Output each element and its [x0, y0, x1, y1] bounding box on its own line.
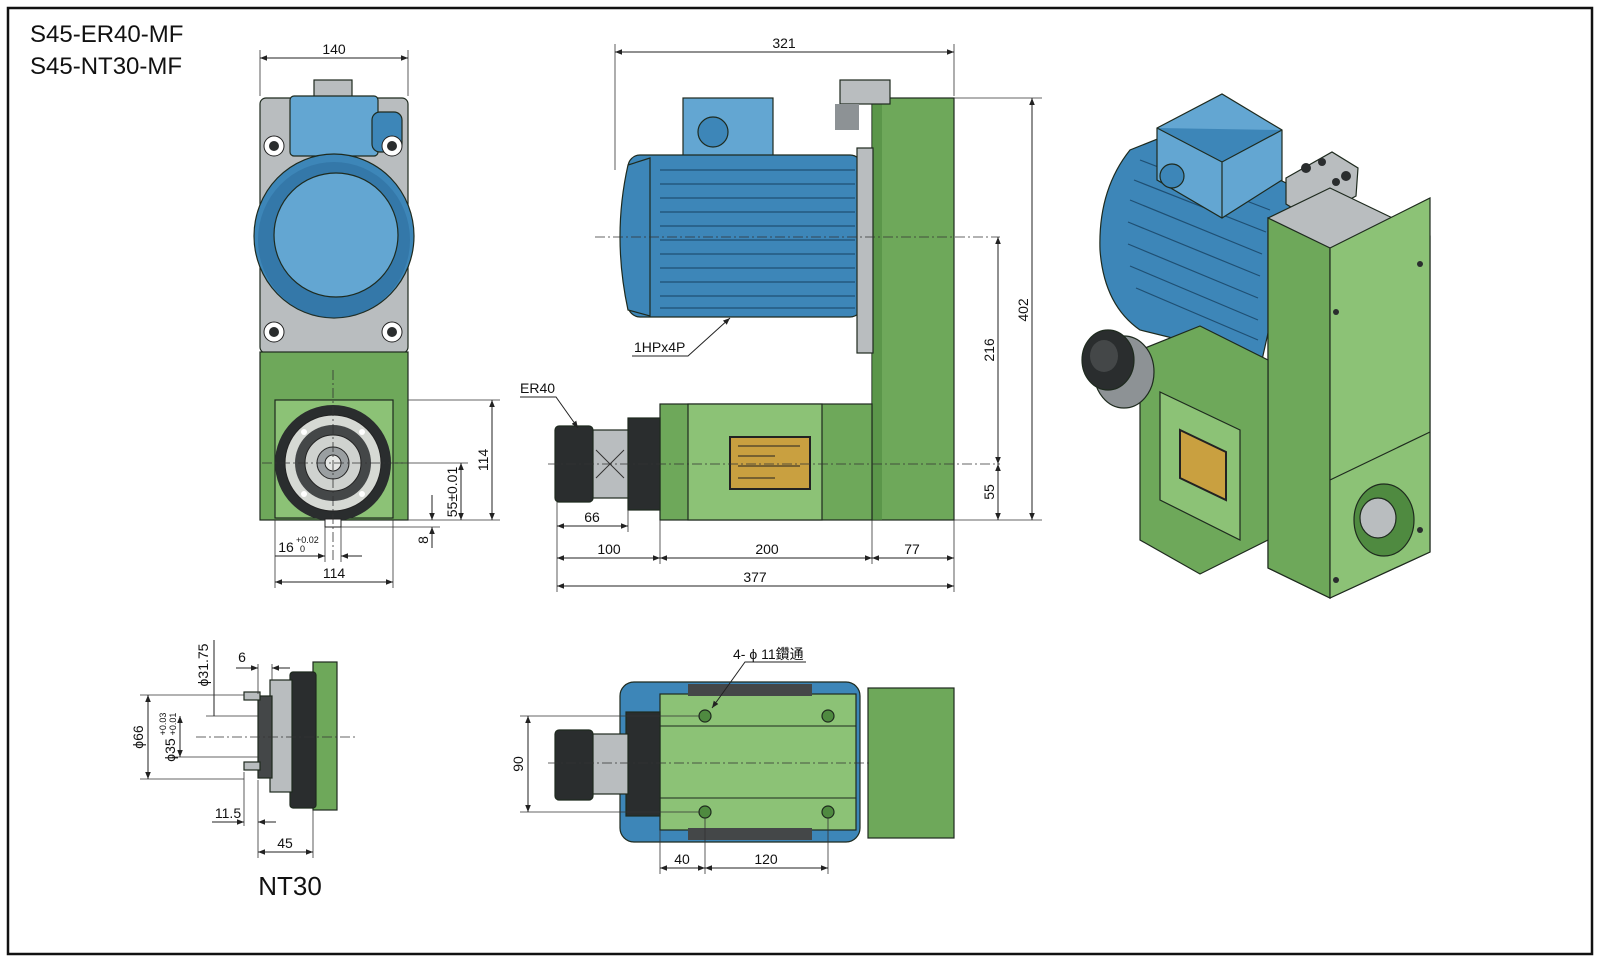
dim-nt30-outer: ϕ66 [130, 725, 146, 749]
dim-nt30-bore-small: ϕ31.75 [195, 643, 211, 686]
nt30-caption: NT30 [258, 871, 322, 901]
dim-nt30-bore-tol-lower: +0.01 [168, 713, 178, 736]
mount-hole-icon [263, 135, 403, 343]
side-view: 321 402 216 55 66 100 200 77 377 ER40 1H [520, 35, 1042, 592]
dim-front-width-bottom: 114 [323, 565, 346, 581]
dim-bottom-spacing: 120 [754, 851, 778, 867]
dim-nt30-length: 45 [277, 835, 293, 851]
dim-bottom-offset: 40 [674, 851, 690, 867]
spindle-face-icon [275, 405, 391, 521]
sheet-border [6, 6, 1594, 956]
dim-front-width-top: 140 [322, 41, 346, 57]
dim-key-width: 16 [278, 539, 294, 555]
dim-key-depth: 8 [415, 536, 431, 544]
dim-nose-length: 66 [584, 509, 600, 525]
mount-hole-icon [698, 709, 835, 819]
dim-key-tol-upper: +0.02 [296, 535, 319, 545]
label-collet: ER40 [520, 380, 555, 396]
dim-center-height: 55±0.01 [444, 467, 460, 518]
label-motor: 1HPx4P [634, 339, 685, 355]
motor-fins-icon [660, 169, 855, 309]
dim-nt30-bore-tol-upper: +0.03 [158, 713, 168, 736]
dim-front-length: 100 [597, 541, 621, 557]
dim-nt30-bore-main: ϕ35 [162, 738, 178, 762]
dim-bottom-width: 90 [510, 756, 526, 772]
label-mount-holes: 4- ϕ 11鑽通 [733, 646, 804, 662]
dim-body-length: 200 [755, 541, 779, 557]
front-view: 140 114 16 +0.02 0 114 55±0.01 8 [253, 41, 500, 588]
dim-nt30-pilot: 6 [238, 649, 246, 665]
model-title-2: S45-NT30-MF [30, 53, 182, 80]
isometric-view [1081, 93, 1431, 599]
nameplate-icon [729, 436, 811, 490]
bottom-view: 4- ϕ 11鑽通 90 40 120 [510, 646, 955, 874]
dim-rear-length: 77 [904, 541, 920, 557]
dim-key-tol-lower: 0 [300, 544, 305, 554]
er40-collet-nut-icon [554, 729, 594, 801]
dim-flange-height: 114 [475, 449, 491, 472]
dim-total-length: 377 [743, 569, 767, 585]
model-title-1: S45-ER40-MF [30, 21, 183, 48]
nt30-view: 6 ϕ31.75 ϕ66 ϕ35 +0.03 +0.01 11.5 45 NT3… [130, 640, 356, 901]
dim-total-height: 402 [1015, 298, 1031, 322]
dim-spindle-height: 55 [981, 484, 997, 500]
dim-motor-length: 321 [772, 35, 796, 51]
dim-axis-distance: 216 [981, 338, 997, 362]
dim-nt30-offset: 11.5 [215, 805, 241, 821]
